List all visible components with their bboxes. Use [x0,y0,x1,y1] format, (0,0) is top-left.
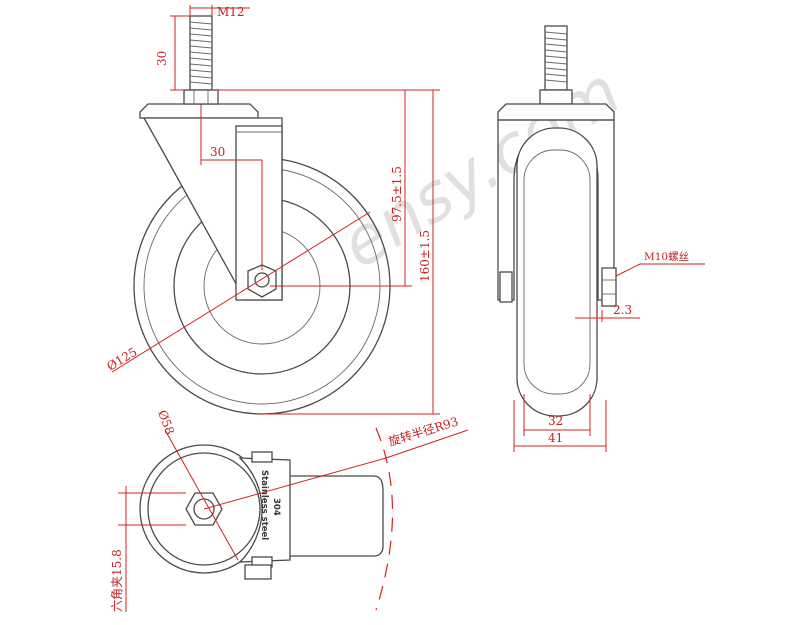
hex-size-label: 六角夹15.8 [110,549,124,612]
top-fork [238,457,291,563]
side-stem-thread [544,31,568,83]
tread-width-label: 32 [548,414,563,428]
front-axle [254,272,270,288]
front-stem-nut [183,89,219,105]
axle-height-label: 97.5±1.5 [390,166,404,222]
axle-bolt-label: M10螺丝 [644,251,689,263]
front-view: M12 30 30 97.5±1.5 160±1.5 Ø125 [104,5,440,415]
plate-diameter-label: Ø58 [155,408,177,436]
front-stem-thread [189,21,213,85]
front-mount-plate [139,103,259,119]
side-mount-plate [497,103,615,121]
total-height-label: 160±1.5 [418,230,432,282]
stem-length-label: 30 [155,51,169,66]
stamp-line-1: Stainless steel [259,470,269,540]
swivel-radius-label: 旋转半径R93 [386,413,460,448]
side-view: M10螺丝 2.3 32 41 [497,25,705,452]
side-wheel-outer [516,127,598,417]
wheel-diameter-label: Ø125 [104,345,139,374]
stamp-line-2: 304 [271,498,281,516]
material-stamp: Stainless steel 304 [259,470,281,540]
top-wheel-body [267,475,384,557]
side-axle-nut [601,267,617,307]
overall-width-label: 41 [548,431,563,445]
plate-diameter-leader [164,429,239,561]
wheel-diameter-leader [111,211,371,373]
bolt-protrusion-label: 2.3 [613,303,632,317]
top-view: Stainless steel 304 Ø58 旋转半径R93 六角夹15.8 [110,408,469,612]
top-axle-nut [244,564,272,580]
side-wheel-inner [523,149,591,395]
offset-label: 30 [210,145,225,159]
top-fork-tab-top [251,451,273,463]
thread-size-label: M12 [217,5,245,19]
swivel-radius-leader [203,457,387,510]
side-axle-head [499,271,513,303]
side-stem-nut [539,89,573,105]
top-plate-rim [147,452,261,566]
